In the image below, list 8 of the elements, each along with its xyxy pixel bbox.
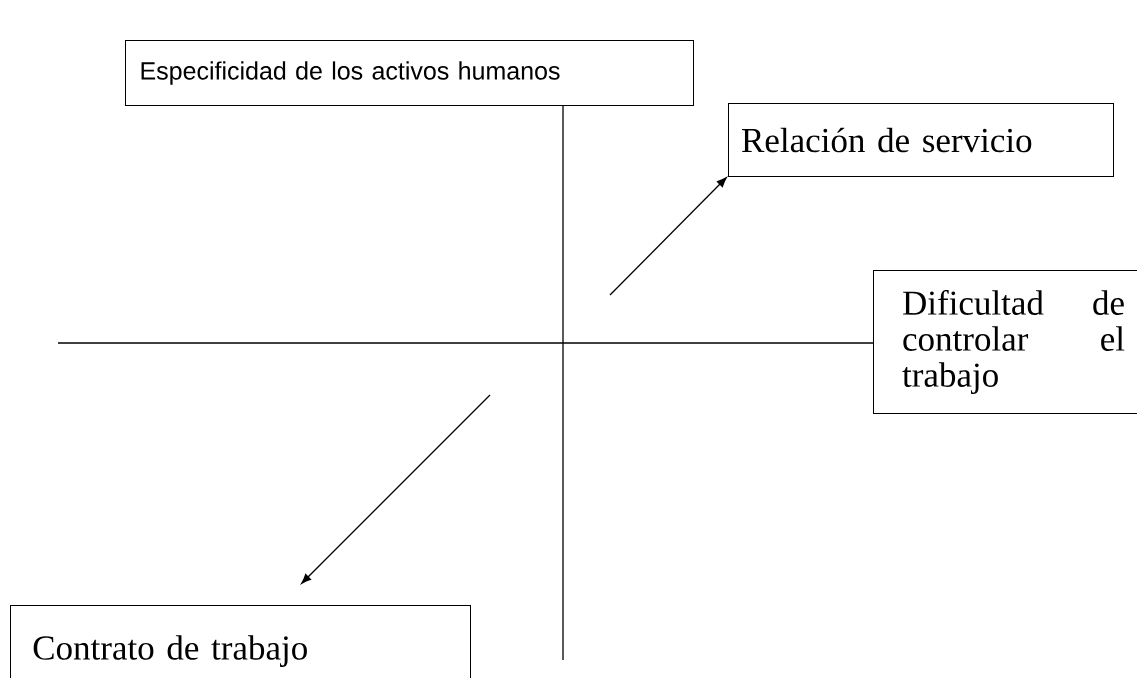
text-box: Dificultad de controlar el trabajo bbox=[873, 270, 1137, 414]
text-box: Relación de servicio bbox=[728, 103, 1114, 177]
text-box: Contrato de trabajo bbox=[10, 605, 471, 678]
arrow bbox=[301, 394, 491, 584]
arrow bbox=[609, 177, 727, 296]
axis-line bbox=[562, 104, 564, 661]
text-box: Especificidad de los activos humanos bbox=[125, 40, 694, 106]
axis-line bbox=[57, 342, 874, 344]
